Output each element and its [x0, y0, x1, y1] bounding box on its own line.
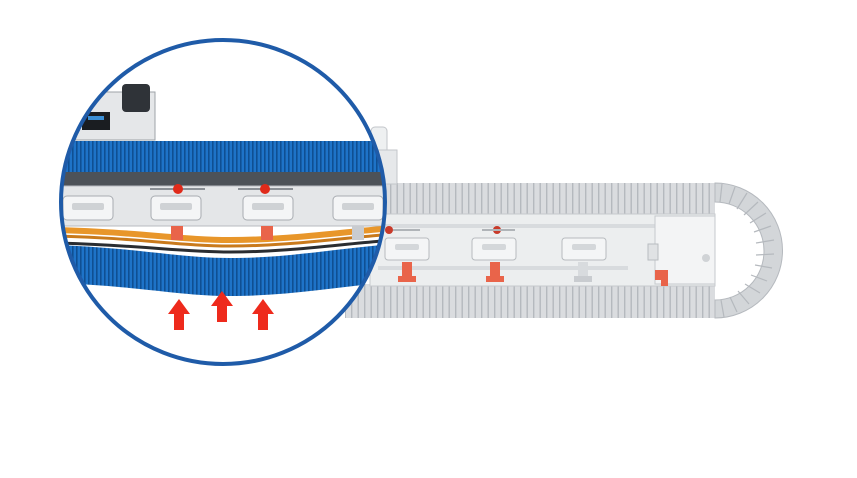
mag-plate — [61, 185, 385, 227]
magnifier-ring — [59, 38, 387, 366]
mag-cable-orange — [61, 225, 385, 244]
clamp-icon — [171, 226, 183, 240]
mag-clips — [62, 195, 384, 221]
rail-clamps — [398, 262, 592, 282]
cable-clip-icon — [561, 237, 607, 261]
rail-clips — [384, 237, 607, 261]
magnifier — [59, 38, 387, 366]
end-plate-fitting — [647, 243, 659, 261]
cable-clip-icon — [242, 195, 294, 221]
cable-clip-icon — [332, 195, 384, 221]
mag-brush-top — [61, 141, 385, 173]
end-plate-red-valve — [655, 270, 668, 286]
mag-cable-orange-2 — [61, 232, 385, 248]
arrow-up-icon — [211, 291, 233, 322]
chain-return-links — [719, 183, 775, 318]
push-arrows — [168, 291, 274, 330]
clamp-icon — [486, 262, 504, 282]
mag-cable-black — [61, 238, 385, 254]
chain-return-bend — [714, 182, 783, 319]
clamp-icon — [352, 226, 364, 240]
mag-dark-rail — [61, 172, 385, 186]
clamp-icon — [398, 262, 416, 282]
mag-marker — [173, 184, 183, 194]
cable-clip-icon — [471, 237, 517, 261]
rail-markers — [385, 226, 515, 234]
clamp-icon — [261, 226, 273, 240]
guide-rail-slot-upper — [378, 224, 708, 228]
mag-clamps — [171, 226, 364, 240]
cable-clip-icon — [150, 195, 202, 221]
guide-rail-slot-lower — [378, 266, 628, 270]
arrow-up-icon — [252, 299, 274, 330]
mag-machine-block — [122, 84, 150, 112]
mag-marker — [260, 184, 270, 194]
end-plate-hole — [702, 254, 710, 262]
cable-clip-icon — [384, 237, 430, 261]
mag-markers — [150, 184, 293, 194]
cable-chain — [345, 126, 783, 319]
mag-brush-bottom — [61, 244, 385, 296]
chain-lower-strand — [345, 284, 715, 318]
arrow-up-icon — [168, 299, 190, 330]
clamp-icon — [574, 262, 592, 282]
cable-clip-icon — [62, 195, 114, 221]
chain-upper-strand — [355, 183, 715, 215]
rail-marker — [385, 226, 393, 234]
